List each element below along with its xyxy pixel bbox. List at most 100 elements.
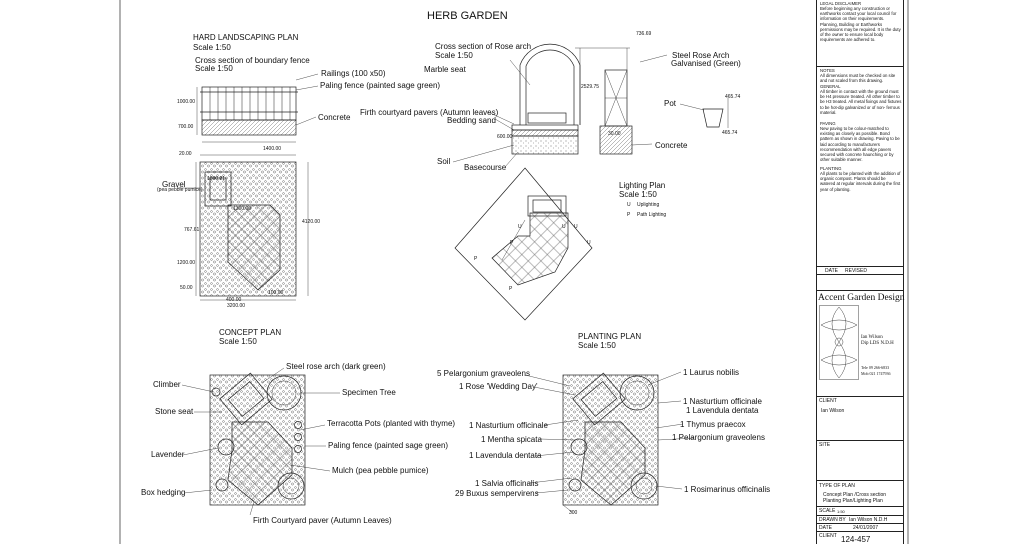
notes-heading: NOTES [820,68,835,73]
label-concrete-arch: Concrete [655,141,688,150]
label-galvanised: Galvanised (Green) [671,59,741,68]
dim-2529: 2529.75 [581,84,600,90]
designer-mob: Mob 021 1747936 [861,371,891,376]
dim-400: 400.00 [226,297,242,303]
paving-text: New paving to be colour-matched to exist… [820,126,900,163]
plant-right-6: 1 Rosimarinus officinalis [684,485,771,494]
light-u-4: U [587,240,591,246]
light-p-1: P [510,240,514,246]
planting-notes-text: All plants to be planted with the additi… [820,171,901,192]
dim-1200: 1200.00 [177,260,196,266]
scale-label: SCALE [819,508,836,514]
lighting-title: Lighting Plan [619,181,666,190]
designer-tel: Tele 09 266-6833 [861,365,890,370]
label-soil: Soil [437,157,451,166]
dim-fence-height: 1000.00 [177,99,196,105]
site-heading: SITE [819,442,831,448]
fence-section-scale: Scale 1:50 [195,64,233,73]
hard-landscaping-plan-drawing [178,154,309,301]
dim-100: 100.00 [268,290,284,296]
planting-notes-heading: PLANTING [820,166,842,171]
company-name: Accent Garden Design [818,293,905,303]
legal-heading: LEGAL DISCLAIMER [820,1,862,6]
dim-pot-bottom: 465.74 [722,130,738,136]
plant-left-7: 29 Buxus sempervirens [455,489,539,498]
label-pot: Pot [664,99,677,108]
light-p-3: P [509,286,513,292]
fence-section-title: Cross section of boundary fence [195,56,310,65]
label-mulch: Mulch (pea pebble pumice) [332,466,429,475]
type-of-plan-2: Planting Plan/Lighting Plan [823,498,883,504]
drawn-by-value: Ian Wilson N.D.H [849,517,888,523]
light-u-3: U [574,224,578,230]
dim-1300: 1300.00 [233,206,252,212]
plant-left-3: 1 Nasturtium officinale [469,421,548,430]
light-p-2: P [474,256,478,262]
plant-right-2: 1 Nasturtium officinale [683,397,762,406]
label-paling-fence-concept: Paling fence (painted sage green) [328,441,449,450]
label-concrete: Concrete [318,113,351,122]
label-gravel-sub: (pea pebble pumice) [157,187,203,193]
designer-quals: Dip LDS N.D.H [861,341,894,346]
label-paling-fence: Paling fence (painted sage green) [320,81,441,90]
dim-767: 767.61 [184,227,200,233]
date-label: DATE [819,525,832,531]
dim-600: 600.00 [497,134,513,140]
concept-title: CONCEPT PLAN [219,328,282,337]
label-gravel: Gravel [162,180,186,189]
label-specimen-tree: Specimen Tree [342,388,396,397]
rose-arch-scale: Scale 1:50 [435,51,473,60]
client-number: 124-457 [841,535,871,544]
dim-4120: 4120.00 [302,219,321,225]
dim-50: 50.00 [180,285,193,291]
label-basecourse: Basecourse [464,163,507,172]
plant-right-3: 1 Lavendula dentata [686,406,759,415]
plant-left-2: 1 Rose 'Wedding Day' [459,382,538,391]
dim-30: 30.00 [608,131,621,137]
steel-arch-side-drawing [599,48,668,155]
label-steel-rose-arch: Steel rose arch (dark green) [286,362,386,371]
dim-seat: 1800.21 [207,176,226,182]
concept-scale: Scale 1:50 [219,337,257,346]
rose-arch-title: Cross section of Rose arch [435,42,532,51]
planting-title: PLANTING PLAN [578,332,642,341]
plant-left-5: 1 Lavendula dentata [469,451,542,460]
fence-section-drawing [196,73,319,143]
type-of-plan-heading: TYPE OF PLAN [819,483,855,489]
label-climber: Climber [153,380,181,389]
client-heading: CLIENT [819,398,837,404]
label-marble-seat: Marble seat [424,65,466,74]
paving-heading: PAVING [820,121,836,126]
dim-fence-width: 1400.00 [263,146,282,152]
label-stone-seat: Stone seat [155,407,194,416]
client-name: Ian Wilson [821,408,845,414]
designer-name: Ian Wilson [861,335,883,340]
rose-arch-section-drawing [452,43,630,168]
revised-col-label: REVISED [845,268,867,274]
plant-left-4: 1 Mentha spicata [481,435,542,444]
hard-landscaping-title: HARD LANDSCAPING PLAN [193,33,299,42]
plant-left-6: 1 Salvia officinalis [475,479,539,488]
plant-right-4: 1 Thymus praecox [680,420,746,429]
legal-text: Before beginning any construction or ear… [820,6,901,43]
label-terracotta-pots: Terracotta Pots (planted with thyme) [327,419,456,428]
general-text: All timber in contact with the ground mu… [820,89,902,115]
dim-20: 20.00 [179,151,192,157]
lighting-plan-drawing [454,167,593,321]
title-block: LEGAL DISCLAIMER Before beginning any co… [816,0,905,544]
hard-landscaping-scale: Scale 1:50 [193,43,231,52]
label-courtyard-paver: Firth Courtyard paver (Autumn Leaves) [253,516,392,525]
dim-pot-top: 465.74 [725,94,741,100]
legend-u-symbol: U [627,202,631,208]
concept-plan-drawing [181,367,340,516]
notes-text: All dimensions must be checked on site a… [820,73,896,84]
date-col-label: DATE [825,268,838,274]
label-lavender: Lavender [151,450,185,459]
company-logo [819,305,859,380]
plant-left-1: 5 Pelargonium graveolens [437,369,530,378]
date-value: 24/01/2007 [853,525,879,531]
client-number-label: CLIENT [819,533,837,539]
pot-drawing [679,98,729,128]
light-u-2: U [562,224,566,230]
